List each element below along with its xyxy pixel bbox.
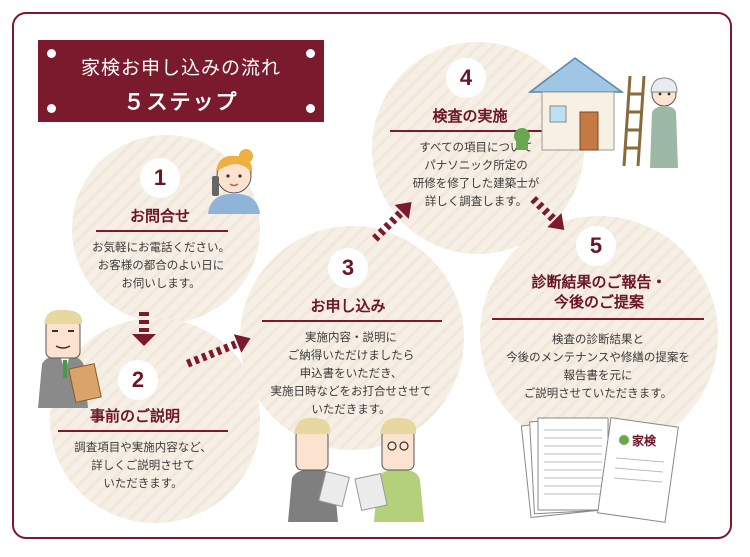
step5-description: 検査の診断結果と今後のメンテナンスや修繕の提案を報告書を元にご説明させていただき… xyxy=(506,332,690,400)
title-dot xyxy=(306,49,315,58)
step3-number: 3 xyxy=(328,248,368,288)
woman-phone-icon xyxy=(208,149,260,214)
step4-title: 検査の実施 xyxy=(432,107,508,125)
step2-description: 調査項目や実施内容など、詳しくご説明させていただきます。 xyxy=(74,440,212,490)
two-men-documents-icon xyxy=(288,417,424,522)
title-dot xyxy=(47,104,56,113)
step5-number: 5 xyxy=(576,226,616,266)
step2-title: 事前のご説明 xyxy=(89,407,180,425)
step4-number: 4 xyxy=(446,58,486,98)
report-documents-icon: 家検 xyxy=(520,417,679,523)
title-dot xyxy=(306,104,315,113)
step2-number: 2 xyxy=(118,360,158,400)
step3-rule xyxy=(262,320,442,322)
inspector-icon xyxy=(622,75,678,168)
step4-rule xyxy=(390,130,562,132)
outer-frame xyxy=(12,12,732,539)
flow-title: 家検お申し込みの流れ xyxy=(80,57,281,79)
step4-description: すべての項目についてパナソニック所定の研修を修了した建築士が詳しく調査します。 xyxy=(412,140,540,208)
step1-title: お問合せ xyxy=(129,207,190,225)
man-clipboard-icon xyxy=(38,309,102,408)
title-dot xyxy=(47,49,56,58)
step2-rule xyxy=(58,430,228,432)
step2-circle xyxy=(50,318,260,523)
flow-title-box: 家検お申し込みの流れ ５ステップ xyxy=(38,40,324,122)
step5-title: 診断結果のご報告・今後のご提案 xyxy=(531,273,667,311)
step3-title: お申し込み xyxy=(310,297,386,315)
step1-rule xyxy=(96,230,228,232)
house-icon xyxy=(514,57,625,151)
step1-description: お気軽にお電話ください。お客様の都合のよい日にお伺いします。 xyxy=(92,240,230,290)
step5-rule xyxy=(492,318,704,320)
step3-description: 実施内容・説明にご納得いただけましたら申込書をいただき、実施日時などをお打合せさ… xyxy=(270,330,432,416)
step1-number: 1 xyxy=(140,158,180,198)
flow-subtitle: ５ステップ xyxy=(123,90,239,114)
svg-text:家検: 家検 xyxy=(632,433,657,448)
